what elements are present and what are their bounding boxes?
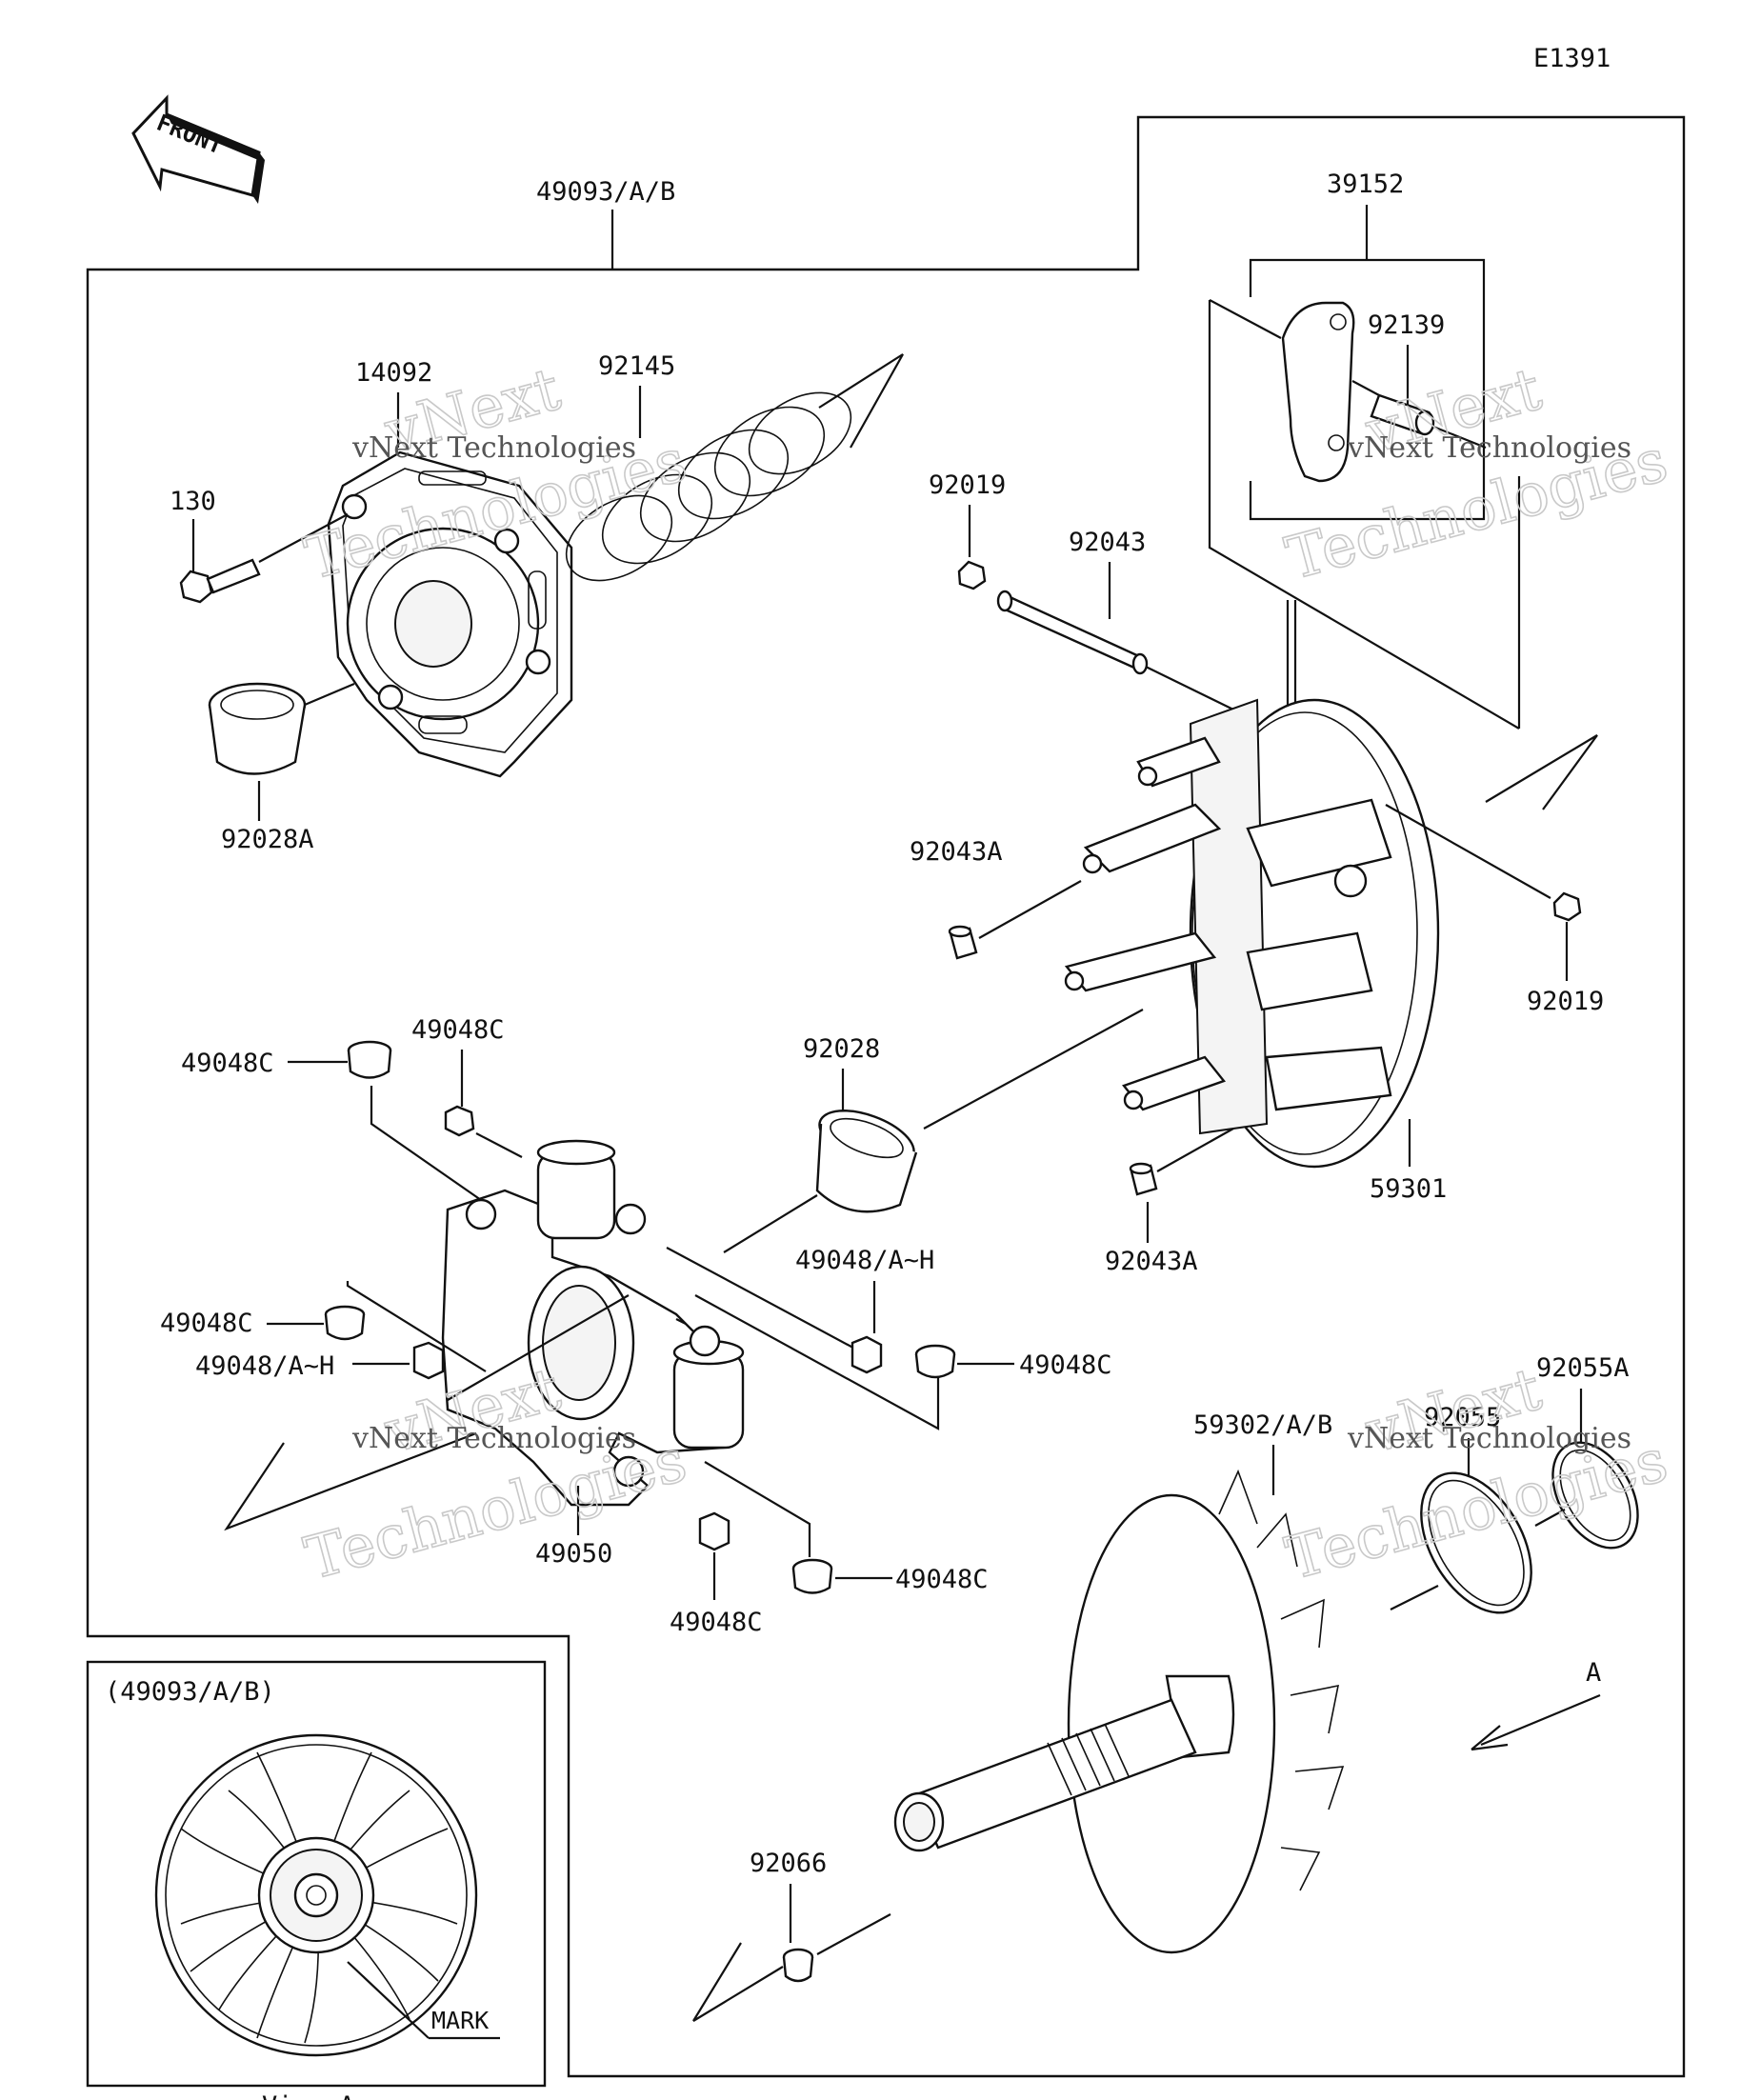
label-49048C-bottom: 49048C [670, 1608, 763, 1637]
collar-92043A-bottom [1129, 1162, 1158, 1196]
nut-92019-right [1552, 891, 1582, 922]
label-92019-right: 92019 [1527, 987, 1604, 1016]
o-ring-92055A [1551, 1441, 1639, 1550]
weight-pin [1370, 393, 1435, 436]
view-arrow-label: A [1586, 1658, 1601, 1688]
grommet-49048C-bottom [698, 1511, 730, 1551]
label-49048AH-mid: 49048/A~H [795, 1246, 934, 1275]
bolt-130 [179, 558, 261, 604]
label-14092: 14092 [355, 358, 432, 388]
grommet-49048C-right [914, 1344, 956, 1379]
label-92019-top: 92019 [929, 470, 1006, 500]
label-49048C-right: 49048C [1019, 1350, 1112, 1380]
view-a-mark-label: MARK [431, 2007, 489, 2034]
label-92043: 92043 [1069, 528, 1146, 557]
diagram-id: E1391 [1533, 44, 1611, 73]
centrifugal-weight [1281, 301, 1355, 483]
grommet-49048AH-mid [850, 1335, 883, 1374]
label-49048C-2: 49048C [411, 1015, 505, 1045]
grommet-49048C-3 [324, 1305, 366, 1341]
label-92066: 92066 [750, 1849, 827, 1878]
label-92028: 92028 [803, 1034, 880, 1064]
label-92055: 92055 [1424, 1403, 1501, 1432]
movable-sheave-59301 [1064, 698, 1440, 1169]
label-49093: 49093/A/B [536, 177, 675, 207]
view-a-caption: View A [262, 2091, 355, 2100]
grommet-49048C-2 [444, 1105, 475, 1137]
bushing-92028 [815, 1110, 918, 1213]
label-92043A-bottom: 92043A [1105, 1247, 1198, 1276]
label-39152: 39152 [1327, 170, 1404, 199]
o-ring-92055 [1420, 1471, 1532, 1614]
svg-text:vNext Technologies: vNext Technologies [1347, 1422, 1631, 1455]
label-92139: 92139 [1368, 310, 1445, 340]
label-49048C-3: 49048C [160, 1309, 253, 1338]
spring-92145 [565, 391, 852, 582]
cap-92066 [782, 1948, 814, 1983]
nut-92019-top [957, 560, 987, 590]
label-59301: 59301 [1370, 1174, 1447, 1204]
grommet-49048C-bottom2 [791, 1558, 833, 1594]
label-130: 130 [170, 487, 216, 516]
grommet-49048C-1 [347, 1040, 392, 1079]
label-92043A-top: 92043A [910, 837, 1003, 867]
grommet-49048AH-left [412, 1341, 445, 1380]
front-arrow-icon: FRONT [131, 94, 265, 204]
spider-cover [327, 450, 573, 778]
label-92055A: 92055A [1536, 1353, 1630, 1383]
fixed-sheave-59302 [893, 1469, 1345, 1954]
svg-text:vNext Technologies: vNext Technologies [351, 431, 636, 465]
label-92145: 92145 [598, 351, 675, 381]
label-49048C-bottom2: 49048C [895, 1565, 989, 1594]
label-59302: 59302/A/B [1193, 1410, 1332, 1440]
label-92028A: 92028A [221, 825, 314, 854]
pin-92043 [996, 590, 1149, 675]
view-a-sheave [154, 1733, 478, 2057]
svg-text:vNext Technologies: vNext Technologies [351, 1422, 636, 1455]
collar-92043A-top [948, 925, 978, 960]
bushing-92028A [208, 682, 307, 775]
svg-text:vNext Technologies: vNext Technologies [1347, 431, 1631, 465]
label-49048C-1: 49048C [181, 1049, 274, 1078]
view-a-title: (49093/A/B) [105, 1677, 275, 1707]
label-49048AH-left: 49048/A~H [195, 1351, 334, 1381]
view-a-box [86, 1660, 547, 2088]
assembly-frame [86, 115, 1686, 2078]
label-49050: 49050 [535, 1539, 612, 1569]
